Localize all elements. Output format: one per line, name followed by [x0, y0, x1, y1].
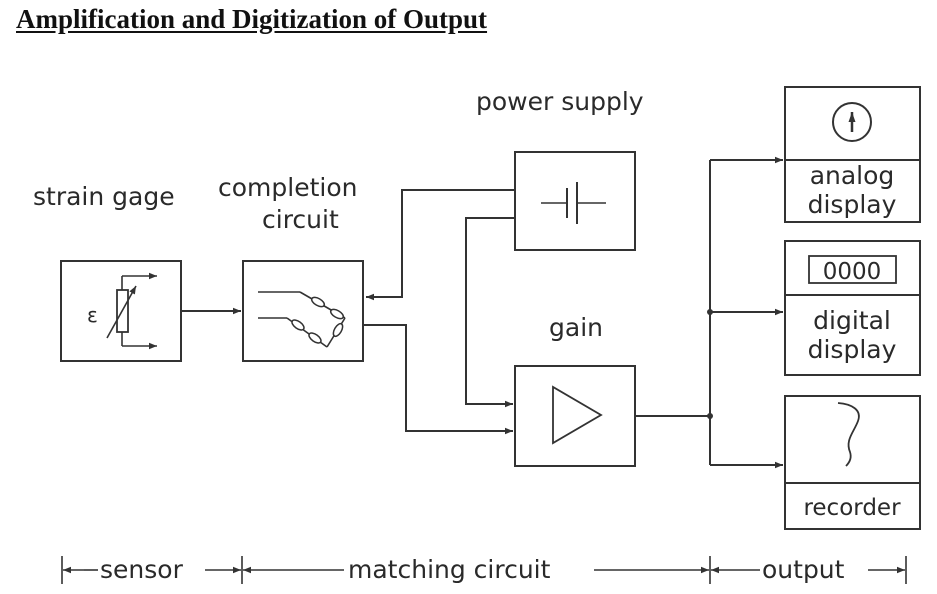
gain-label: gain	[549, 313, 603, 342]
gain-amplifier-block	[514, 365, 636, 467]
battery-icon	[541, 182, 606, 224]
amplifier-triangle-icon	[552, 385, 603, 445]
digital-readout-icon: 0000	[808, 255, 897, 285]
strain-gage-resistor-icon	[106, 272, 157, 350]
signal-wires	[181, 156, 783, 469]
strain-gage-label: strain gage	[33, 182, 175, 211]
recorder-trace-icon	[837, 402, 860, 467]
page-title: Amplification and Digitization of Output	[16, 4, 488, 34]
wheatstone-bridge-icon	[258, 291, 346, 348]
epsilon-symbol: ε	[87, 303, 98, 327]
analog-meter-icon	[832, 102, 872, 142]
power-supply-block	[514, 151, 636, 251]
digital-readout-value: 0000	[823, 259, 882, 285]
completion-circuit-block	[242, 260, 364, 362]
completion-circuit-label-line1: completion	[218, 173, 357, 202]
analog-display-block: analog display	[784, 86, 921, 223]
digital-display-block: 0000 digital display	[784, 240, 921, 376]
completion-circuit-label-line2: circuit	[262, 205, 339, 234]
analog-display-label-line2: display	[808, 190, 897, 219]
recorder-block: recorder	[784, 395, 921, 530]
analog-display-label-line1: analog	[810, 161, 895, 190]
digital-display-label-line2: display	[808, 335, 897, 364]
scale-sensor-label: sensor	[100, 555, 184, 584]
power-supply-label: power supply	[476, 87, 644, 116]
digital-display-label-line1: digital	[813, 306, 891, 335]
scale-output-label: output	[762, 555, 845, 584]
scale-matching-circuit-label: matching circuit	[348, 555, 551, 584]
strain-gage-block: ε	[60, 260, 182, 362]
recorder-label: recorder	[803, 495, 901, 521]
stage-scale: sensor matching circuit output	[61, 555, 907, 584]
